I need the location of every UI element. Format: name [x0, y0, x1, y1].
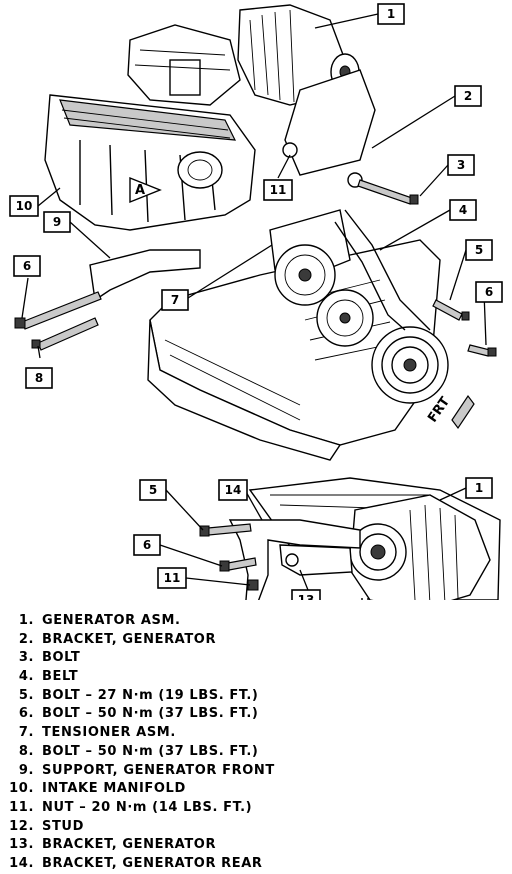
legend-item-7: 7.TENSIONER ASM.	[18, 725, 176, 741]
svg-text:3: 3	[457, 158, 465, 172]
legend-item-10: 10.INTAKE MANIFOLD	[9, 781, 186, 797]
svg-text:7: 7	[171, 293, 179, 307]
callout-bottom-14: 14	[218, 479, 248, 501]
front-mark-text: FRT	[425, 394, 453, 425]
callout-top-6a: 6	[475, 281, 503, 303]
parts-legend: 1.GENERATOR ASM. 2.BRACKET, GENERATOR 3.…	[0, 612, 512, 874]
legend-item-3: 3.BOLT	[18, 650, 81, 666]
svg-text:6: 6	[23, 259, 31, 273]
svg-text:9: 9	[53, 215, 61, 229]
svg-text:6: 6	[485, 285, 493, 299]
callout-top-4: 4	[449, 199, 477, 221]
legend-item-9: 9.SUPPORT, GENERATOR FRONT	[18, 762, 275, 778]
callout-bottom-13: 13	[291, 589, 321, 600]
legend-item-12: 12.STUD	[9, 818, 84, 834]
callout-top-6b: 6	[13, 255, 41, 277]
engine-exploded-diagram: A	[9, 3, 503, 600]
legend-item-1: 1.GENERATOR ASM.	[18, 613, 181, 628]
callout-bottom-5: 5	[139, 479, 167, 501]
legend-item-8: 8.BOLT – 50 N·m (37 LBS. FT.)	[18, 743, 259, 759]
generator-rear-illustration	[199, 477, 501, 600]
callout-top-1: 1	[377, 3, 405, 25]
legend-item-13: 13.BRACKET, GENERATOR	[9, 837, 217, 853]
legend-item-5: 5.BOLT – 27 N·m (19 LBS. FT.)	[18, 687, 259, 703]
svg-text:13: 13	[298, 593, 315, 600]
svg-text:5: 5	[149, 483, 157, 497]
callout-top-7: 7	[161, 289, 189, 311]
svg-text:4: 4	[459, 203, 467, 217]
bottom-leader-lines	[159, 487, 467, 591]
callout-top-5: 5	[465, 239, 493, 261]
svg-text:14: 14	[225, 483, 242, 497]
legend-item-14: 14.BRACKET, GENERATOR REAR	[9, 855, 263, 871]
arrow-mark-text: A	[135, 183, 145, 198]
svg-text:1: 1	[387, 7, 395, 21]
svg-text:5: 5	[475, 243, 483, 257]
engine-illustration: A	[14, 4, 497, 461]
legend-item-2: 2.BRACKET, GENERATOR	[18, 631, 217, 647]
legend-item-11: 11.NUT – 20 N·m (14 LBS. FT.)	[9, 799, 253, 815]
callout-top-11: 11	[263, 179, 293, 201]
svg-text:11: 11	[270, 183, 287, 197]
top-leader-lines	[21, 13, 487, 359]
svg-text:6: 6	[143, 538, 151, 552]
callout-bottom-6: 6	[133, 534, 161, 556]
svg-text:8: 8	[35, 371, 43, 385]
callout-top-3: 3	[447, 154, 475, 176]
svg-text:10: 10	[16, 199, 33, 213]
legend-item-6: 6.BOLT – 50 N·m (37 LBS. FT.)	[18, 706, 259, 722]
legend-item-4: 4.BELT	[18, 669, 79, 685]
callout-bottom-1: 1	[465, 477, 493, 499]
callout-bottom-11: 11	[157, 567, 187, 589]
callout-top-2: 2	[454, 85, 482, 107]
svg-text:1: 1	[475, 481, 483, 495]
callout-top-10: 10	[9, 195, 39, 217]
svg-text:2: 2	[464, 89, 472, 103]
callout-top-8: 8	[25, 367, 53, 389]
svg-text:11: 11	[164, 571, 181, 585]
callout-top-9: 9	[43, 211, 71, 233]
